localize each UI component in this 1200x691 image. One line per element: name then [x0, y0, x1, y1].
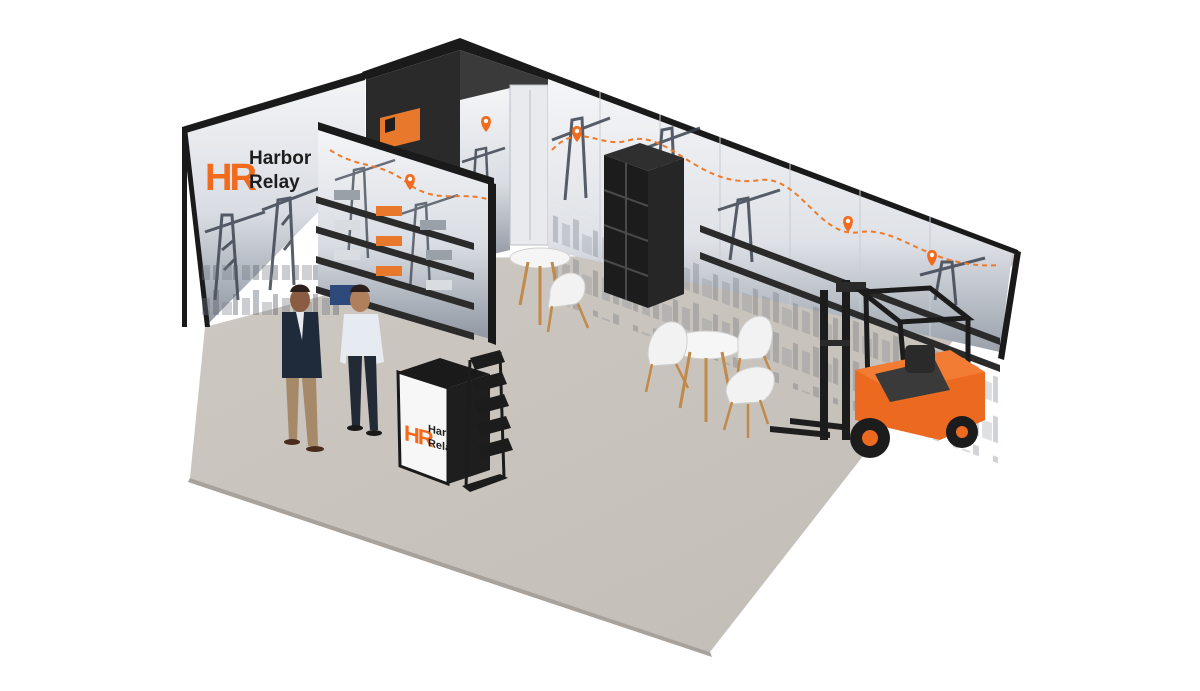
brand-name-line2: Relay	[249, 172, 300, 193]
truck-models	[334, 190, 452, 290]
chair	[737, 315, 773, 361]
route-line	[551, 135, 1001, 267]
floor-edge	[188, 478, 712, 657]
person-shirt	[340, 284, 384, 436]
brand-name-line1: Harbor	[249, 148, 312, 169]
forklift	[770, 280, 985, 458]
person-blazer	[282, 284, 324, 452]
map-pin-icon	[843, 216, 853, 232]
cube-shelving	[603, 143, 684, 308]
crane-graphic	[204, 186, 321, 301]
map-pin-icon	[405, 174, 415, 190]
right-end-frame	[998, 250, 1021, 360]
map-pin-icon	[927, 250, 937, 266]
branded-counter: HR Harbor Relay	[396, 358, 490, 487]
logo-mark: HR	[205, 157, 256, 199]
map-pin-icon	[572, 126, 582, 142]
chair	[725, 366, 775, 405]
map-pin-icon	[481, 116, 491, 132]
table-front	[644, 315, 776, 438]
chair	[647, 321, 688, 367]
wall-logo: HR Harbor Relay	[205, 148, 312, 199]
table-back	[509, 247, 590, 333]
brochure-rack	[462, 350, 513, 492]
